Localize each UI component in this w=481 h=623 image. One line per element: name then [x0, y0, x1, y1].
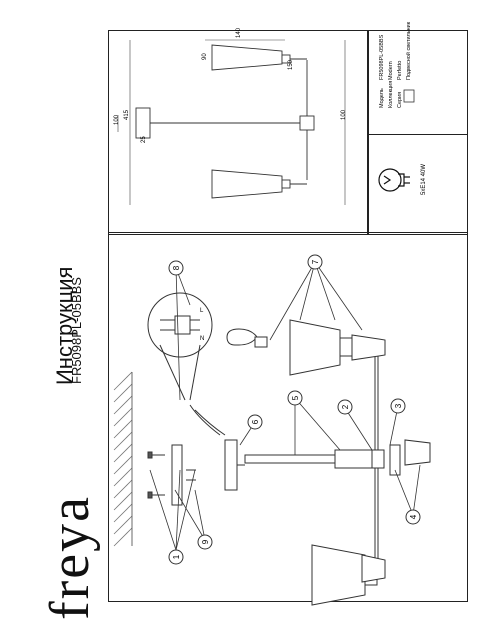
assembly-frame	[108, 232, 468, 602]
callout-7	[307, 254, 323, 270]
info-rows: Модель FR5098PL-05BBS Коллекция Modern С…	[379, 21, 412, 108]
callout-text-3: 3	[394, 403, 403, 408]
callout-4	[405, 509, 421, 525]
dimension-labels: 415 100 140 90 150 100 25	[114, 27, 347, 143]
arms	[371, 345, 401, 560]
bulb-spec: 5xE14 40W	[421, 164, 427, 195]
dimension-drawing	[135, 44, 315, 199]
info-key-collection: Коллекция	[388, 81, 394, 108]
callout-text-6: 6	[251, 419, 260, 424]
callout-8	[168, 260, 184, 276]
dim-top-h: 100	[114, 114, 120, 125]
callout-text-7: 7	[311, 259, 320, 264]
canopy	[224, 439, 245, 491]
leader-lines	[149, 261, 421, 551]
info-key-model: Модель	[379, 88, 385, 108]
info-value-type: Подвесной светильник	[405, 21, 412, 80]
info-divider	[368, 134, 468, 135]
callout-text-2: 2	[341, 404, 350, 409]
wiring-label-l: L	[200, 308, 204, 314]
callout-5	[287, 390, 303, 406]
wiring-detail	[147, 292, 226, 436]
callout-9	[197, 534, 213, 550]
dim-canopy-h: 25	[141, 136, 147, 143]
bulb-drawing	[226, 328, 268, 348]
callout-6	[247, 414, 263, 430]
dim-length: 415	[124, 109, 130, 120]
callout-text-4: 4	[409, 514, 418, 519]
info-key-series: Серия	[397, 92, 403, 108]
dimension-lines	[117, 39, 346, 205]
bulb-icon	[378, 168, 410, 192]
callout-text-8: 8	[172, 265, 181, 270]
callout-text-1: 1	[172, 554, 181, 559]
info-frame	[368, 30, 468, 235]
callout-1	[168, 549, 184, 565]
info-value-collection: Modern	[388, 61, 394, 80]
mounting-bracket	[147, 444, 196, 506]
info-value-model: FR5098PL-05BBS	[379, 34, 385, 80]
center-rod	[244, 449, 376, 469]
callouts	[168, 254, 421, 565]
callout-numbers: 1 2 3 4 5 6 7 8 9	[172, 259, 418, 559]
callout-3	[390, 398, 406, 414]
dim-height: 100	[341, 109, 347, 120]
dim-half: 140	[236, 27, 242, 38]
pendant-icon	[403, 89, 415, 103]
wiring-label-n: N	[200, 336, 204, 342]
info-value-series: Perfetto	[397, 61, 403, 80]
callout-text-5: 5	[291, 395, 300, 400]
dim-shade-h: 90	[202, 53, 208, 60]
callout-2	[337, 399, 353, 415]
ceiling-hatch	[113, 371, 133, 547]
dim-shade-w: 150	[288, 59, 294, 70]
dimension-frame	[108, 30, 368, 235]
callout-text-9: 9	[201, 539, 210, 544]
shades	[289, 319, 431, 606]
